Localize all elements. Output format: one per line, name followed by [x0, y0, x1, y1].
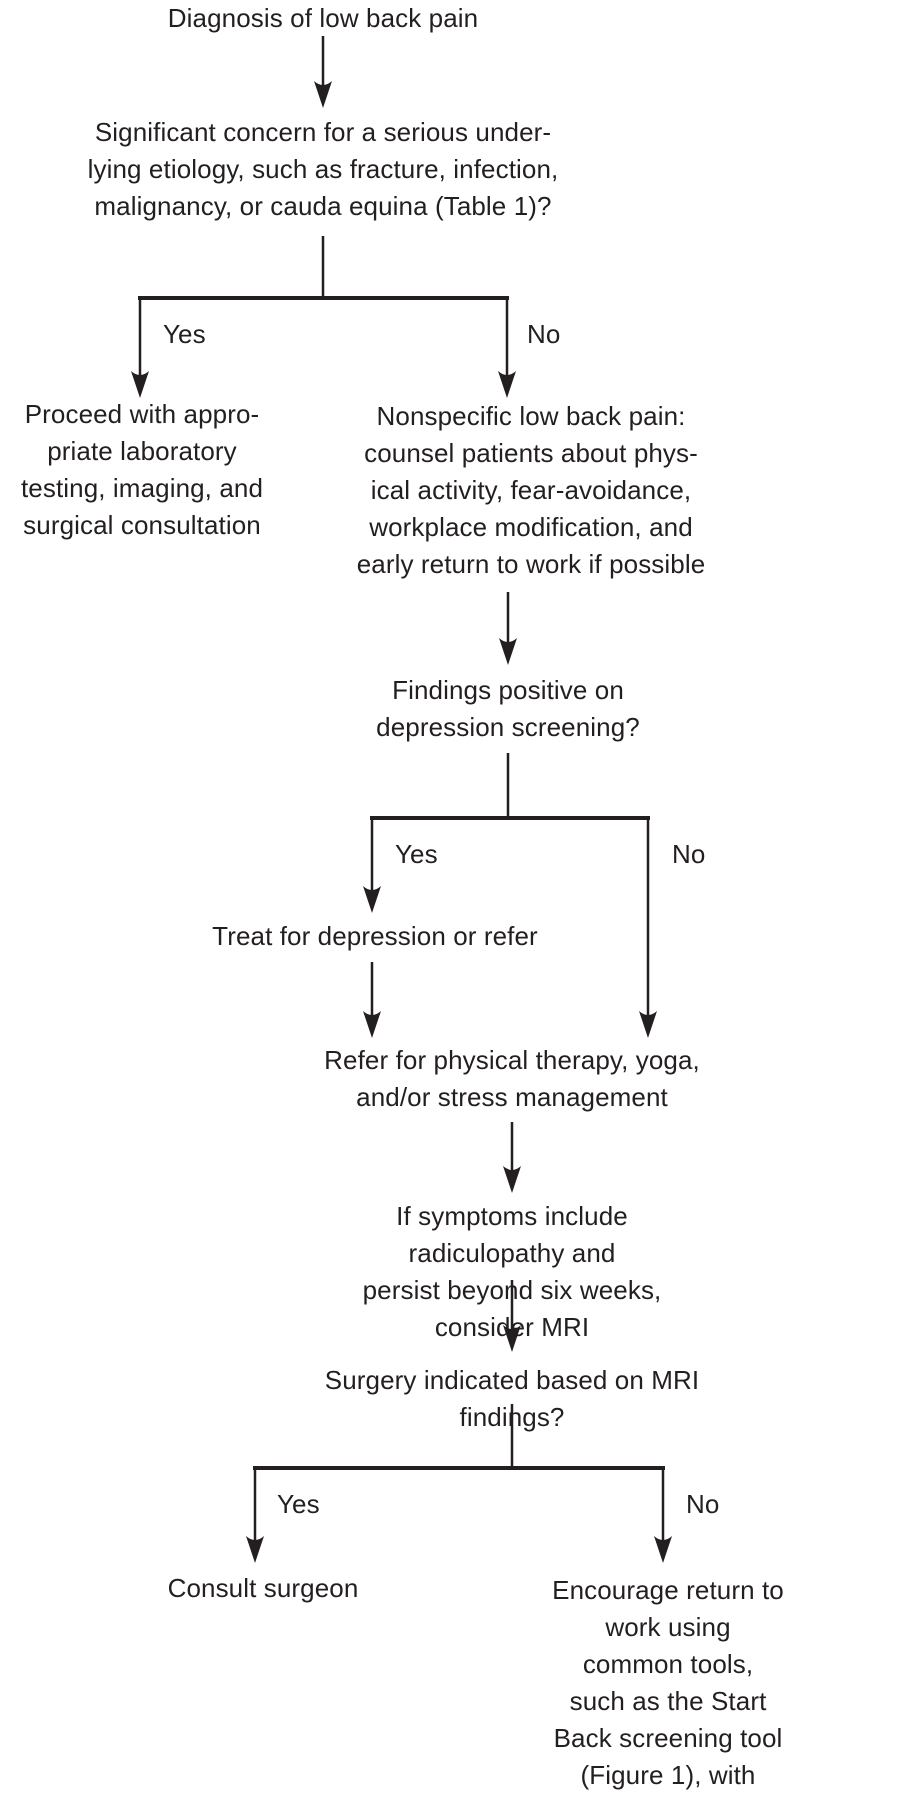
branch1-no-arrowhead-icon [498, 371, 516, 398]
nonspecific-to-depression-arrowhead-icon [499, 638, 517, 665]
node-treat-depression: Treat for depression or refer [212, 921, 538, 951]
node-consult-surgeon: Consult surgeon [167, 1573, 359, 1603]
branch2-yes-arrowhead-icon [363, 886, 381, 913]
branch2-yes-label: Yes [395, 839, 438, 869]
branch1-yes-label: Yes [163, 319, 206, 349]
treat-to-refer-arrowhead-icon [363, 1011, 381, 1038]
branch1-no-label: No [527, 319, 561, 349]
start-to-question-arrowhead-icon [314, 81, 332, 108]
branch3-yes-arrowhead-icon [246, 1536, 264, 1563]
branch3-no-arrowhead-icon [654, 1536, 672, 1563]
node-consider-mri: If symptoms include radiculopathy and pe… [362, 1201, 662, 1342]
node-proceed-testing: Proceed with appro- priate laboratory te… [20, 399, 264, 540]
node-question-depression-screening: Findings positive on depression screenin… [376, 675, 640, 742]
node-refer-physical-therapy: Refer for physical therapy, yoga, and/or… [324, 1045, 700, 1112]
branch3-no-label: No [686, 1489, 720, 1519]
branch2-no-arrowhead-icon [639, 1011, 657, 1038]
mri-to-surgery-arrowhead-icon [503, 1325, 521, 1352]
branch1-yes-arrowhead-icon [131, 371, 149, 398]
branch3-yes-label: Yes [277, 1489, 320, 1519]
refer-to-mri-arrowhead-icon [503, 1166, 521, 1193]
node-encourage-return-to-work: Encourage return to work using common to… [552, 1575, 784, 1790]
node-question-serious-etiology: Significant concern for a serious under-… [87, 117, 559, 221]
node-nonspecific-low-back-pain: Nonspecific low back pain: counsel patie… [356, 401, 706, 579]
node-question-surgery-indicated: Surgery indicated based on MRI findings? [324, 1365, 700, 1432]
node-start: Diagnosis of low back pain [167, 3, 479, 33]
branch2-no-label: No [672, 839, 706, 869]
